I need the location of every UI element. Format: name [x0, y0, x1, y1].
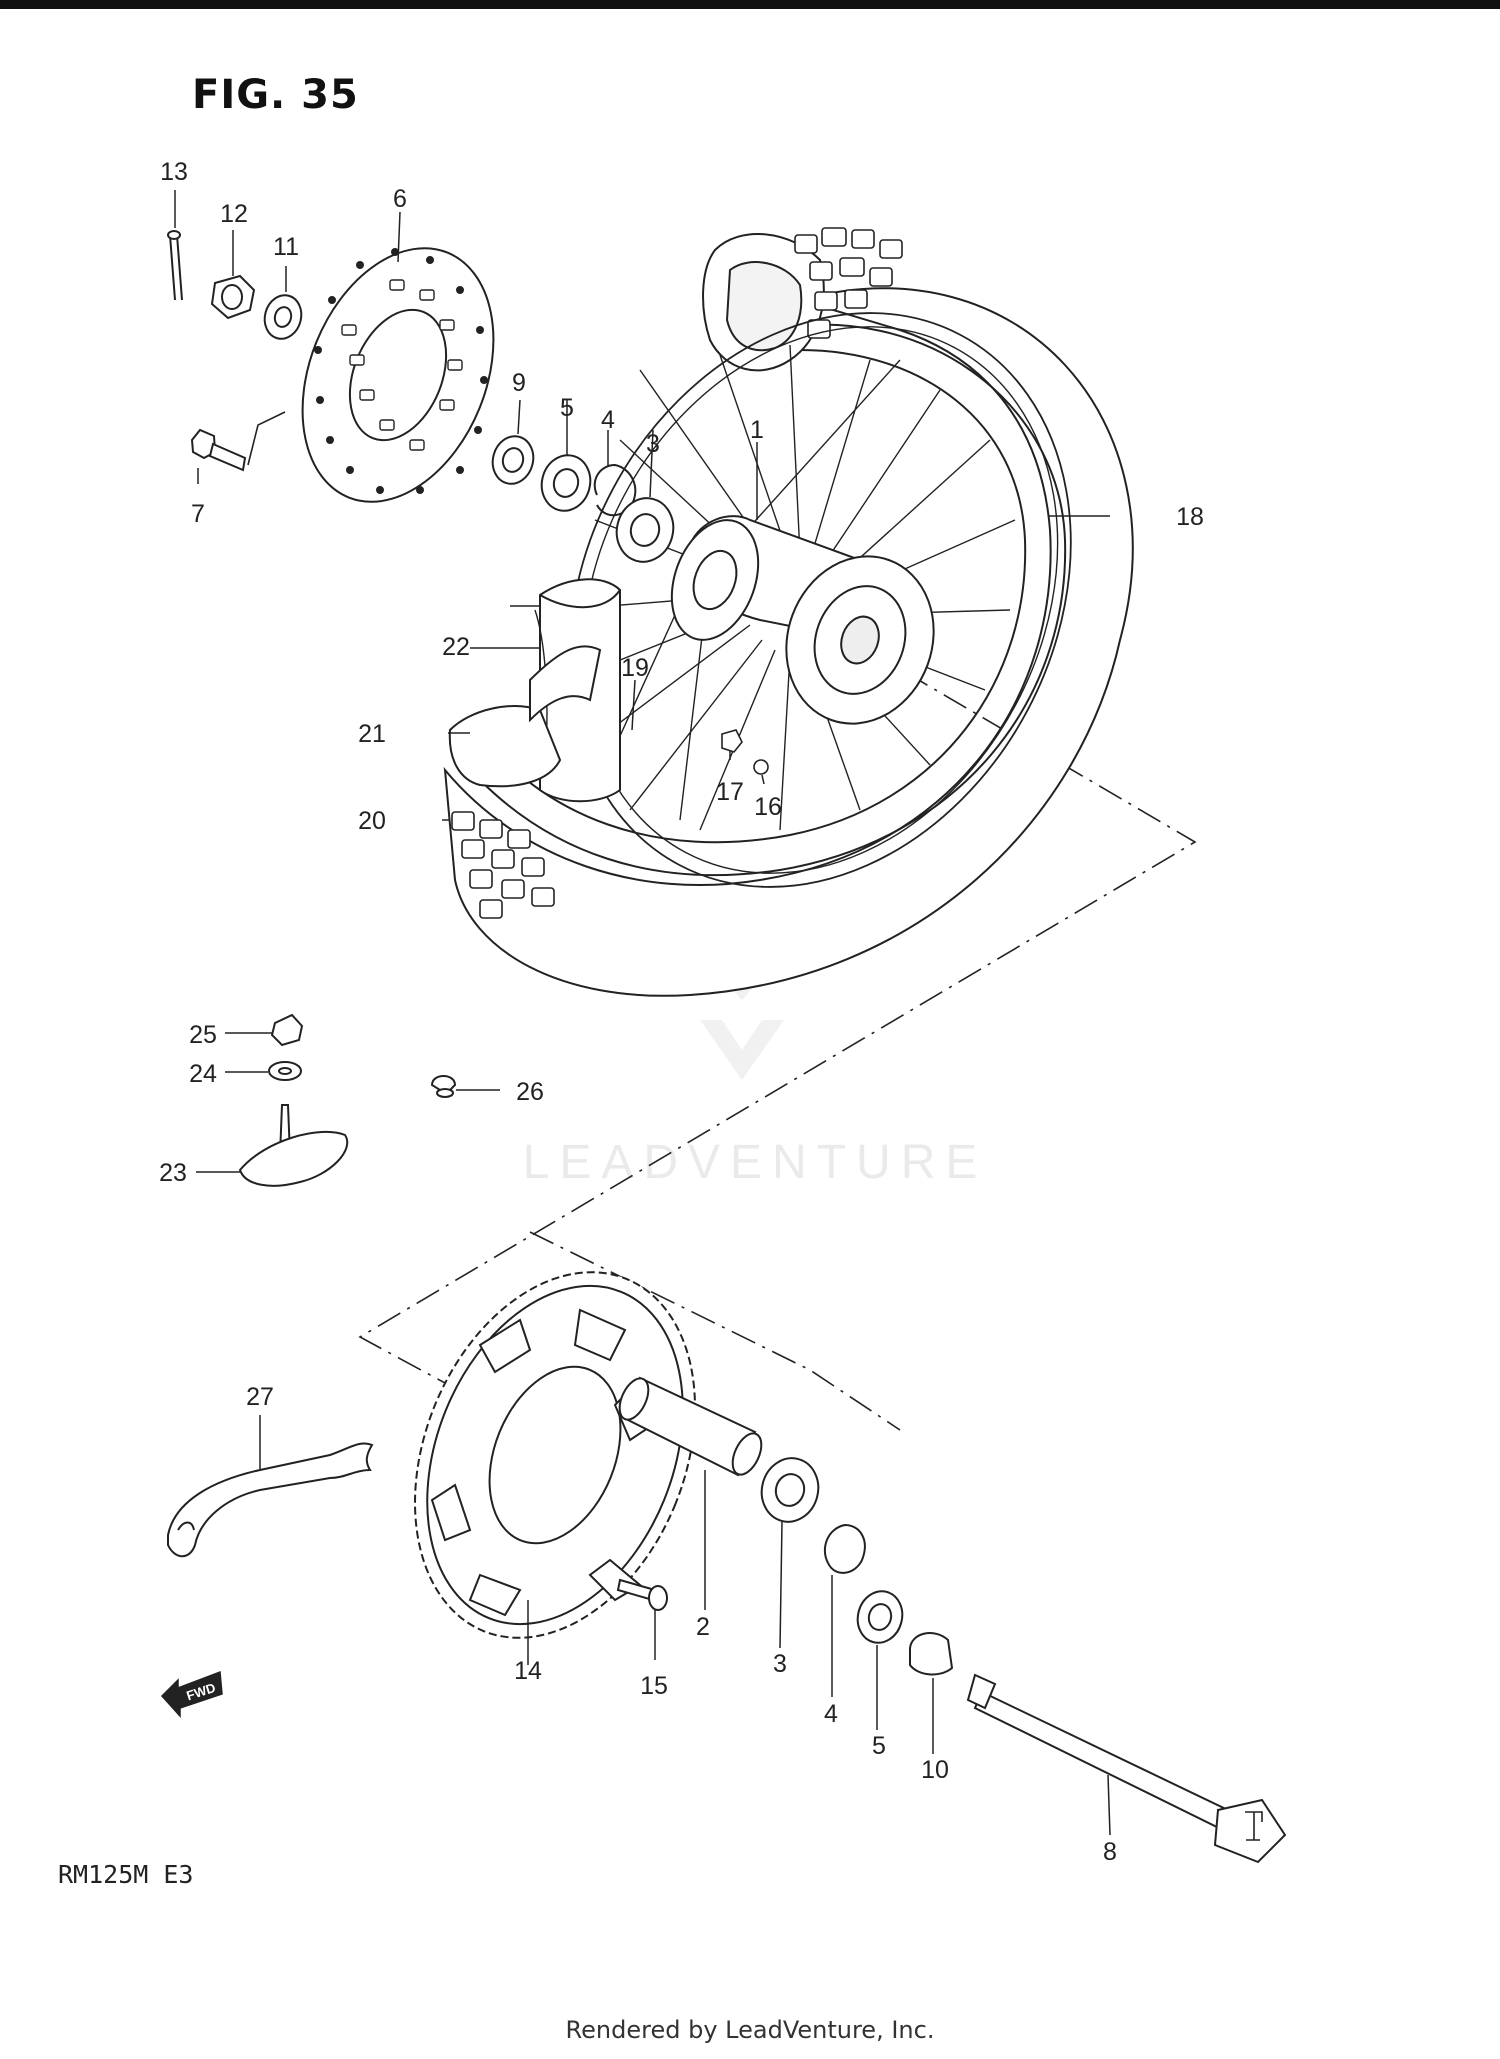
- rim-inner: [581, 326, 1059, 874]
- callout-9: 9: [512, 369, 526, 397]
- callout-23: 23: [159, 1159, 187, 1187]
- callout-26: 26: [516, 1078, 544, 1106]
- rim-lock-23: [238, 1131, 349, 1187]
- callout-17: 17: [716, 778, 744, 806]
- callout-4: 4: [824, 1700, 838, 1728]
- callout-10: 10: [921, 1756, 949, 1784]
- callout-16: 16: [754, 793, 782, 821]
- rim-band: [448, 705, 562, 788]
- circlip-4-right: [823, 1523, 866, 1574]
- nipple-16: [753, 759, 769, 775]
- callout-labels: 1 2 3 3 4 4 5 5 6 7 8 9 10 11 12 13 14 1…: [159, 158, 1204, 1866]
- callout-18: 18: [1176, 503, 1204, 531]
- callout-4: 4: [601, 406, 615, 434]
- callout-11: 11: [273, 233, 299, 261]
- callout-21: 21: [358, 720, 386, 748]
- callout-27: 27: [246, 1383, 274, 1411]
- sprocket-bolt: [616, 1578, 668, 1611]
- callout-1: 1: [750, 416, 764, 444]
- tube-and-rim-band: [448, 578, 621, 803]
- callout-2: 2: [696, 1613, 710, 1641]
- rim-lock-nut-25: [270, 1013, 304, 1047]
- axle-center-line: [358, 671, 1197, 1391]
- rear-axle: [966, 1673, 1287, 1864]
- watermark-v-icon: [700, 1020, 784, 1080]
- top-border: [0, 0, 1500, 9]
- footer-credit: Rendered by LeadVenture, Inc.: [565, 2016, 935, 2044]
- callout-19: 19: [621, 654, 649, 682]
- callout-20: 20: [358, 807, 386, 835]
- rim-lock-set: [238, 1013, 457, 1187]
- rear-sprocket: [414, 1271, 696, 1639]
- axle-hardware-left: [167, 230, 303, 472]
- tire-tread-upper: [794, 227, 903, 339]
- callout-15: 15: [640, 1672, 668, 1700]
- callout-25: 25: [189, 1021, 217, 1049]
- callout-22: 22: [442, 633, 470, 661]
- callout-3: 3: [646, 430, 660, 458]
- cotter-pin: [169, 234, 183, 301]
- leader-lines: [174, 190, 1111, 1836]
- callout-7: 7: [191, 500, 205, 528]
- callout-13: 13: [160, 158, 188, 186]
- tire-tread-lower: [451, 811, 555, 919]
- hub-bearing-set-left: [491, 435, 675, 563]
- callout-24: 24: [189, 1060, 217, 1088]
- valve-cap-26: [430, 1075, 457, 1091]
- callout-5: 5: [872, 1732, 886, 1760]
- distance-collar: [618, 1376, 763, 1477]
- figure-title: FIG. 35: [192, 72, 359, 118]
- tube-piece: [529, 645, 602, 723]
- fwd-arrow-icon: FWD: [160, 1670, 223, 1718]
- callout-5: 5: [560, 394, 574, 422]
- callout-14: 14: [514, 1657, 542, 1685]
- circlip-4: [593, 463, 637, 517]
- disc-bolt-shank: [208, 442, 247, 472]
- wrench-27: [167, 1442, 374, 1558]
- spoke-nipples: [721, 729, 769, 775]
- brake-disc: [301, 247, 495, 503]
- callout-3: 3: [773, 1650, 787, 1678]
- hub-bearing-set-right: [760, 1457, 954, 1676]
- model-code: RM125M E3: [58, 1860, 194, 1889]
- wheel-hub: [670, 515, 935, 725]
- nipple-17: [721, 729, 743, 753]
- spacer-10: [909, 1632, 954, 1676]
- callout-8: 8: [1103, 1838, 1117, 1866]
- callout-12: 12: [220, 200, 248, 228]
- tire: [443, 233, 1134, 997]
- watermark-text: LEADVENTURE: [523, 1136, 988, 1189]
- callout-6: 6: [393, 185, 407, 213]
- rim-outer: [568, 312, 1072, 888]
